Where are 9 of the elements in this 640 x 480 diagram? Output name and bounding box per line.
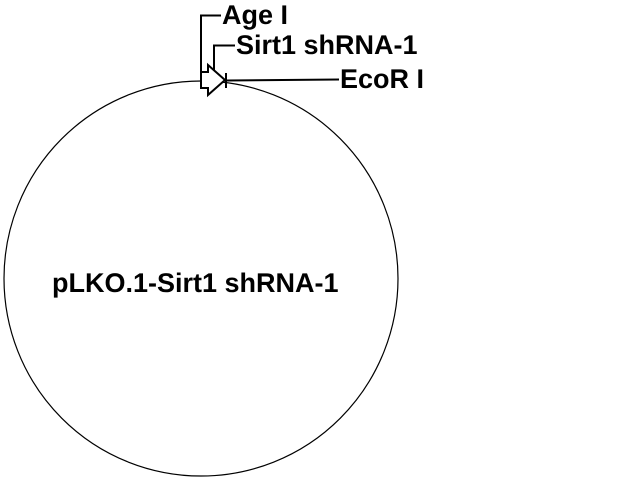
leader-line (213, 44, 235, 70)
restriction-site-label: Age I (222, 2, 288, 29)
leader-line (200, 14, 221, 72)
restriction-site-label: EcoR I (340, 66, 424, 93)
insert-label: Sirt1 shRNA-1 (236, 32, 418, 59)
leader-line (226, 78, 340, 82)
insert-feature-block (200, 63, 227, 98)
plasmid-name: pLKO.1-Sirt1 shRNA-1 (52, 270, 339, 297)
site-tick-mark (225, 73, 227, 88)
